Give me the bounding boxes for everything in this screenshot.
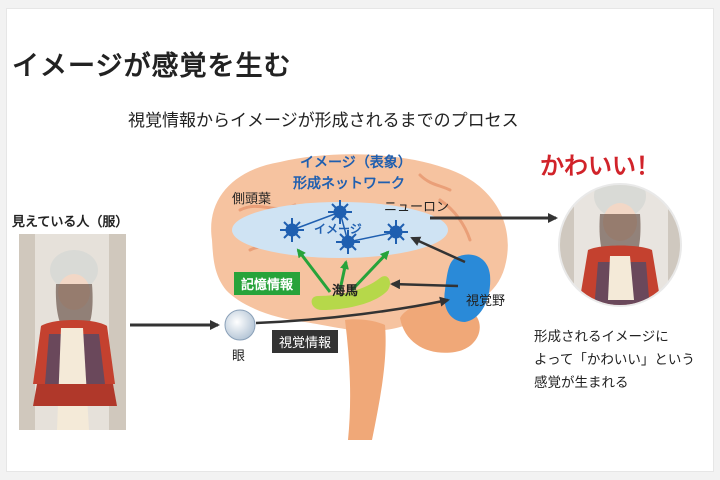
arrow-cortex-to-neuron xyxy=(410,236,466,264)
network-oval xyxy=(232,202,448,258)
brainstem xyxy=(345,319,386,440)
memory-arrow xyxy=(338,260,349,291)
caption-line: 感覚が生まれる xyxy=(534,375,629,391)
page-subtitle: 視覚情報からイメージが形成されるまでのプロセス xyxy=(128,111,519,131)
page-title: イメージが感覚を生む xyxy=(12,51,292,82)
caption-line: 形成されるイメージに xyxy=(534,329,669,345)
image-representation-label: イメージ（表象） xyxy=(300,155,412,171)
caption: 形成されるイメージに よって「かわいい」という 感覚が生まれる xyxy=(534,326,695,395)
image-photo-circle xyxy=(558,183,682,307)
visual-info-tag: 視覚情報 xyxy=(272,330,339,353)
visual-cortex-shape xyxy=(444,254,491,322)
person-photo xyxy=(19,234,126,430)
caption-line: よって「かわいい」という xyxy=(534,352,695,368)
kawaii-label: かわいい！ xyxy=(540,151,660,180)
network-label: 形成ネットワーク xyxy=(293,176,405,192)
memory-info-tag: 記憶情報 xyxy=(234,272,301,295)
image-label: イメージ xyxy=(314,222,362,236)
hippocampus-shape xyxy=(311,276,391,310)
eye-icon xyxy=(224,309,256,341)
visual-cortex-label: 視覚野 xyxy=(466,294,506,309)
memory-arrow xyxy=(296,248,332,293)
hippocampus-label: 海馬 xyxy=(332,284,359,299)
memory-arrow xyxy=(350,250,390,292)
eye-label: 眼 xyxy=(232,349,246,364)
neuron-label: ニューロン xyxy=(384,200,450,215)
seen-person-label: 見えている人（服） xyxy=(12,215,129,230)
arrow-cortex-to-hippocampus xyxy=(390,279,459,290)
temporal-lobe-label: 側頭葉 xyxy=(232,192,272,207)
arrow-eye-to-cortex xyxy=(255,296,450,325)
